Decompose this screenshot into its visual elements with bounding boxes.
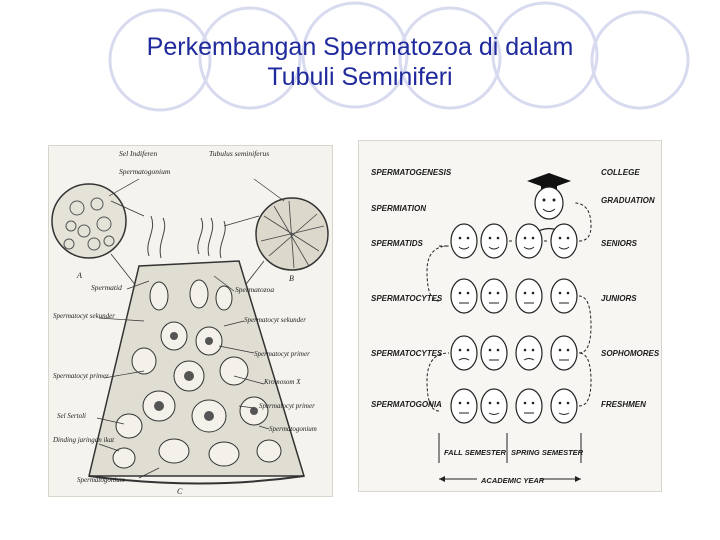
label-spermatogonium-bottom: Spermatogonium bbox=[77, 476, 125, 484]
label-spermatocyt-primer-right2: Spermatocyt primer bbox=[259, 402, 315, 410]
flow-arrows bbox=[426, 202, 592, 412]
seminiferous-tubule-figure: Sel Indiferen Spermatogonium Tubulus sem… bbox=[48, 145, 333, 497]
slide-title: Perkembangan Spermatozoa di dalam Tubuli… bbox=[60, 32, 660, 92]
label-spermatogonium-top: Spermatogonium bbox=[119, 167, 171, 176]
graduate-face bbox=[527, 173, 571, 237]
label-a: A bbox=[76, 271, 82, 280]
decorative-circles bbox=[108, 1, 690, 112]
label-spermatocyt-sekunder-right: Spermatocyt sekunder bbox=[244, 316, 306, 324]
row-label-spermatids: SPERMATIDS bbox=[371, 239, 424, 248]
label-sel-sertoli: Sel Sertoli bbox=[57, 412, 86, 420]
label-spermatid: Spermatid bbox=[91, 283, 122, 292]
row-label-spermiation: SPERMIATION bbox=[371, 204, 426, 213]
label-spring-semester: SPRING SEMESTER bbox=[511, 448, 584, 457]
row-label-juniors: JUNIORS bbox=[601, 294, 637, 303]
spermatogenesis-analogy-figure: SPERMATOGENESIS SPERMIATION SPERMATIDS S… bbox=[358, 140, 662, 492]
label-kromosom-x: Kromosom X bbox=[263, 378, 301, 386]
label-spermatozoa: Spermatozoa bbox=[235, 285, 274, 294]
label-dinding-jaringan-ikat: Dinding jaringan ikat bbox=[52, 436, 115, 444]
epithelium-section bbox=[88, 260, 306, 485]
row-label-spermatocytes-2: SPERMATOCYTES bbox=[371, 349, 443, 358]
label-fall-semester: FALL SEMESTER bbox=[444, 448, 507, 457]
face-features bbox=[458, 236, 570, 405]
row-label-seniors: SENIORS bbox=[601, 239, 638, 248]
label-academic-year: ACADEMIC YEAR bbox=[480, 476, 545, 485]
label-spermatocyt-primer-left: Spermatocyt primer bbox=[53, 372, 109, 380]
row-label-sophomores: SOPHOMORES bbox=[601, 349, 660, 358]
tubule-drawing: Sel Indiferen Spermatogonium Tubulus sem… bbox=[51, 149, 329, 496]
label-b: B bbox=[289, 274, 294, 283]
row-label-graduation: GRADUATION bbox=[601, 196, 655, 205]
row-label-spermatocytes-1: SPERMATOCYTES bbox=[371, 294, 443, 303]
label-tubulus-seminiferus: Tubulus seminiferus bbox=[209, 149, 269, 158]
faces-grid bbox=[450, 223, 578, 424]
title-line-2: Tubuli Seminiferi bbox=[267, 63, 453, 91]
row-label-college: COLLEGE bbox=[601, 168, 640, 177]
title-line-1: Perkembangan Spermatozoa di dalam bbox=[146, 33, 574, 61]
label-spermatocyt-sekunder-left: Spermatocyt sekunder bbox=[53, 312, 115, 320]
row-label-spermatogonia: SPERMATOGONIA bbox=[371, 400, 442, 409]
label-spermatocyt-primer-right1: Spermatocyt primer bbox=[254, 350, 310, 358]
row-label-freshmen: FRESHMEN bbox=[601, 400, 646, 409]
tubule-cross-section-a bbox=[51, 183, 127, 259]
label-sel-indiferen: Sel Indiferen bbox=[119, 149, 158, 158]
row-label-spermatogenesis: SPERMATOGENESIS bbox=[371, 168, 452, 177]
label-spermatogonium-right: Spermatogonium bbox=[269, 425, 317, 433]
tubule-cross-section-b bbox=[255, 197, 329, 271]
label-c: C bbox=[177, 487, 183, 496]
analogy-drawing: SPERMATOGENESIS SPERMIATION SPERMATIDS S… bbox=[371, 168, 660, 485]
